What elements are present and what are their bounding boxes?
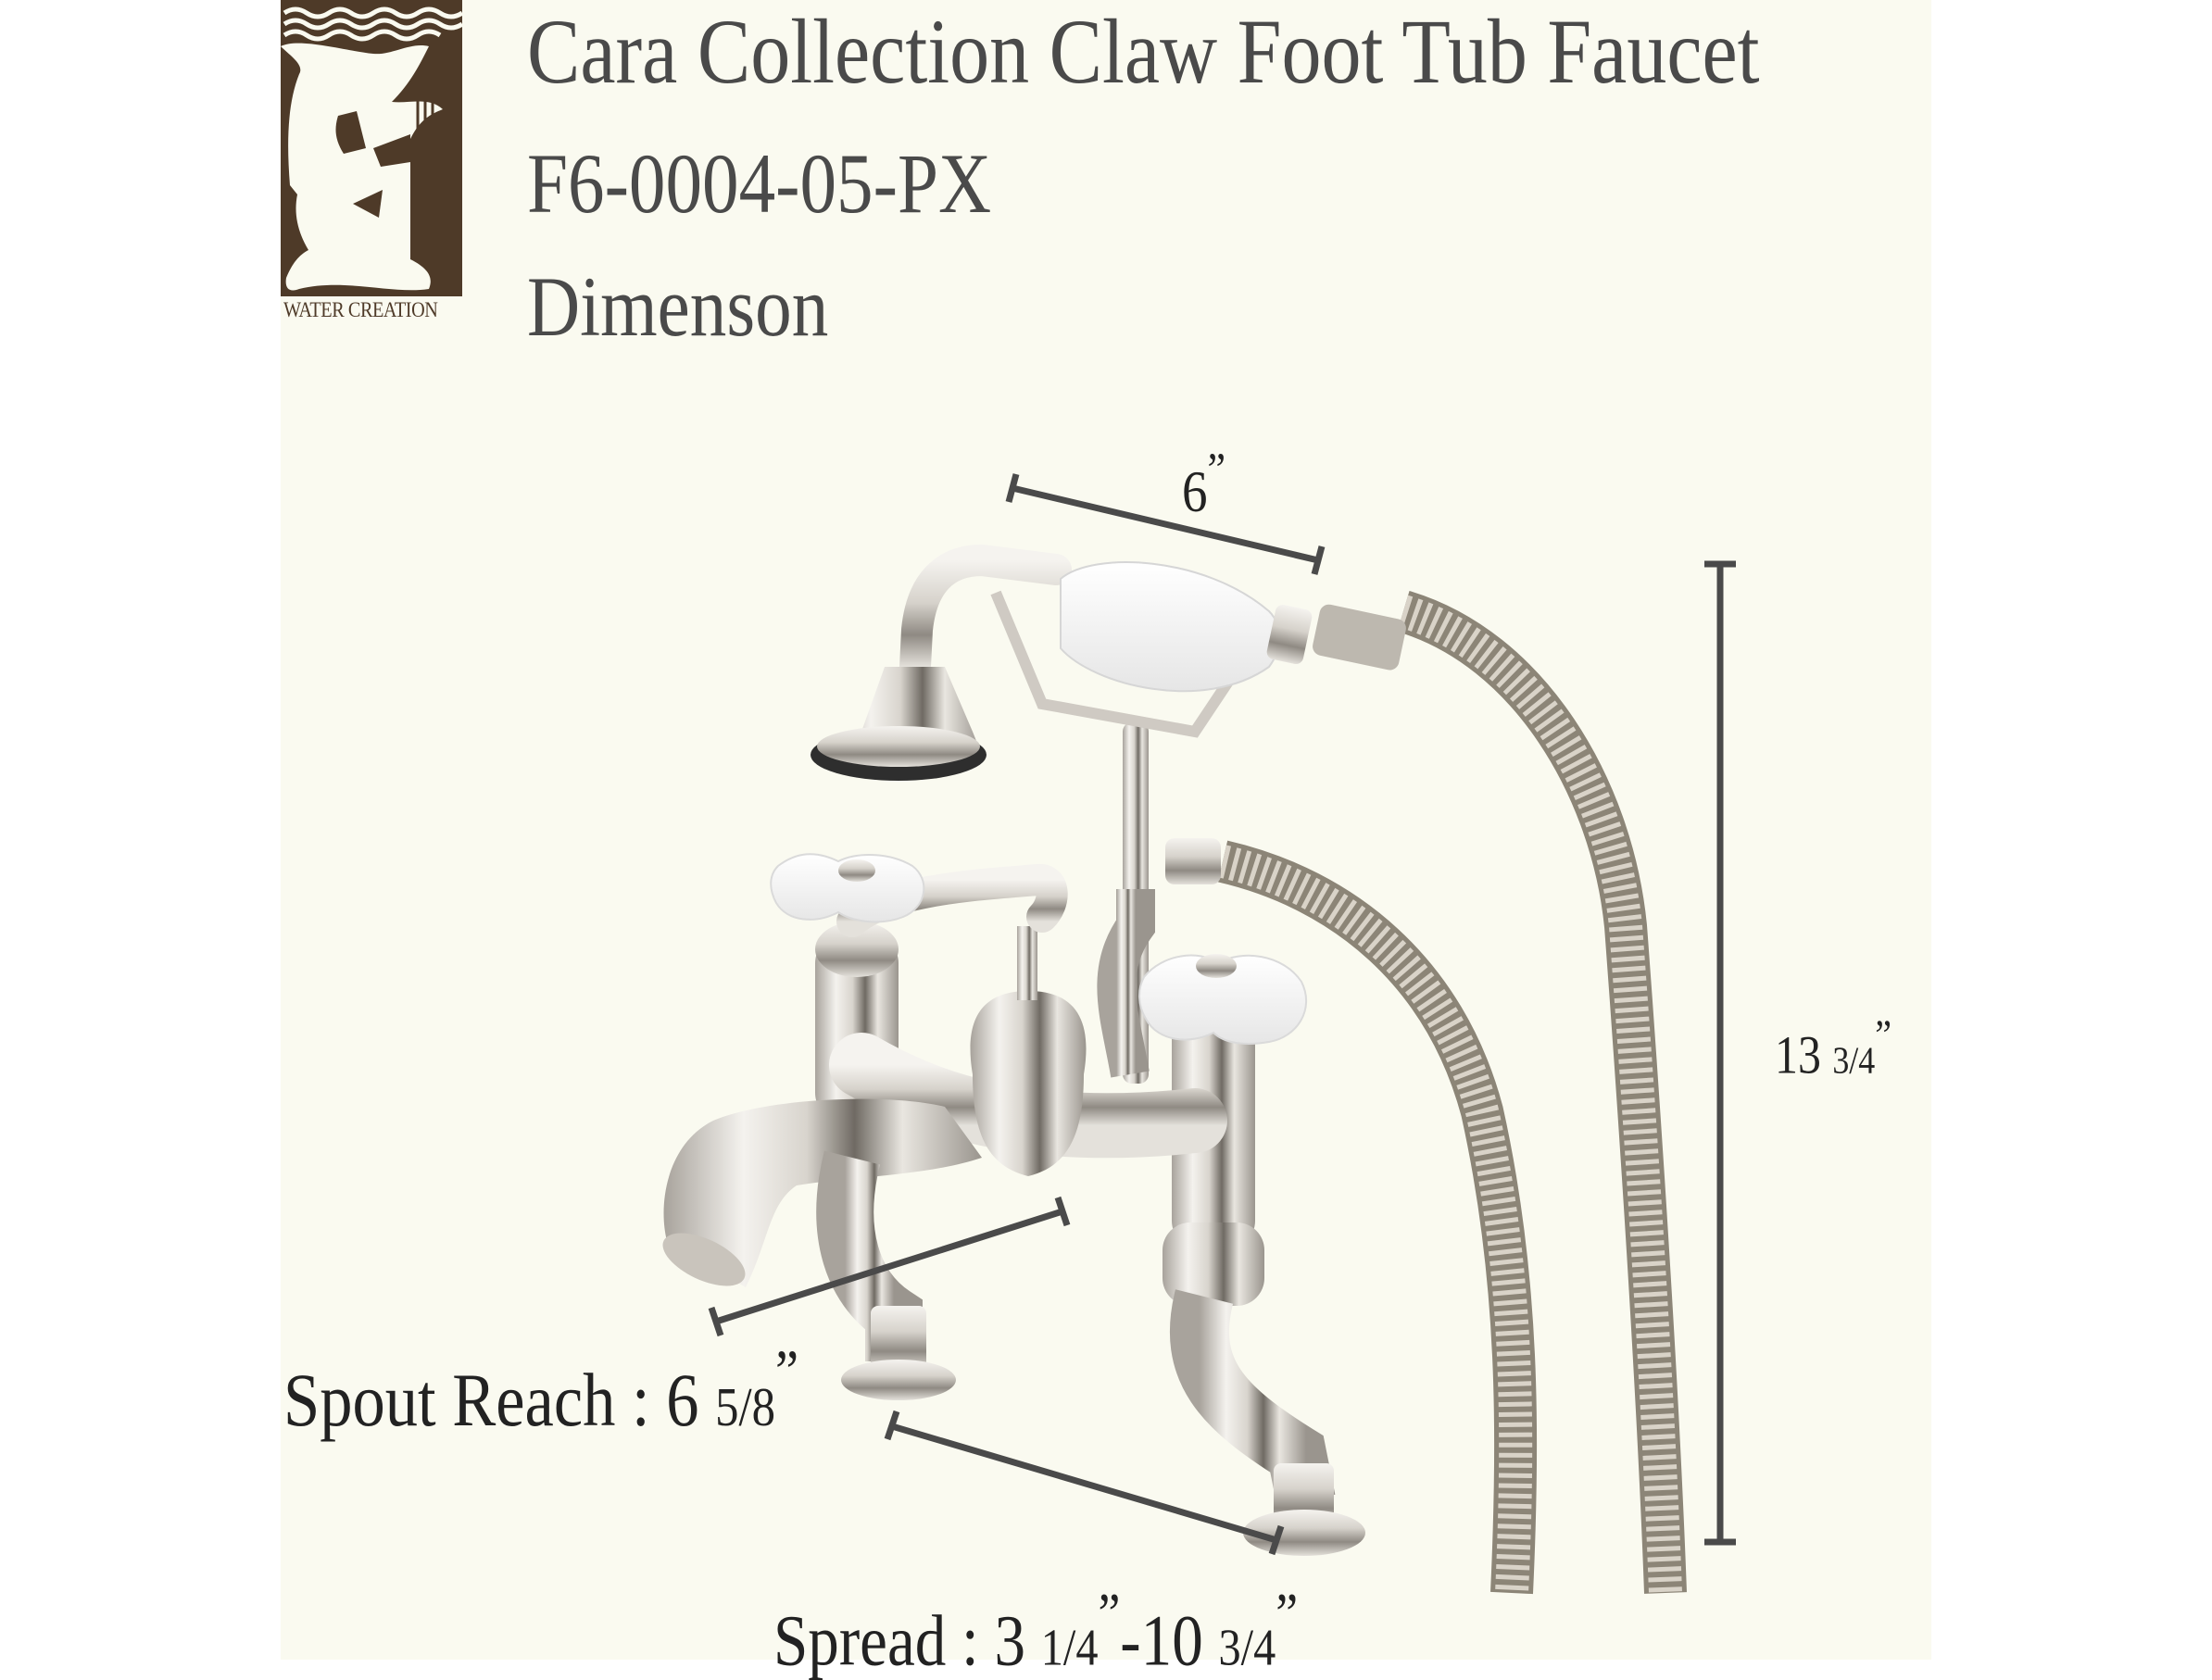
dimension-lines (708, 473, 1736, 1556)
overall-height-label: 13 3/4” (1775, 1012, 1892, 1085)
spread-min-whole: 3 (994, 1599, 1025, 1680)
kneeling-figure-with-harp-icon (281, 6, 462, 291)
spout-reach-label: Spout Reach : 6 5/8” (283, 1342, 798, 1438)
inch-mark: ” (1276, 1582, 1299, 1646)
cross-handle-right (1138, 954, 1307, 1045)
inch-mark: ” (1207, 444, 1226, 496)
spout-reach-whole: 6 (666, 1358, 699, 1443)
cross-handle-left (770, 853, 925, 923)
spread-label: Spread : 3 1/4”-10 3/4” (773, 1585, 1298, 1677)
spout-reach-caption: Spout Reach : (283, 1358, 650, 1443)
inch-mark: ” (775, 1339, 799, 1406)
height-fraction: 3/4 (1832, 1039, 1876, 1083)
model-number: F6-0004-05-PX (527, 136, 992, 231)
water-creation-logo (281, 0, 462, 296)
spout-reach-fraction: 5/8 (715, 1376, 776, 1438)
dimension-line-height (1704, 560, 1736, 1546)
spread-min-fraction: 1/4 (1040, 1619, 1099, 1677)
width-value: 6 (1182, 458, 1208, 525)
product-title: Cara Collection Claw Foot Tub Faucet (527, 0, 1760, 103)
brand-name: WATER CREATION (283, 298, 438, 321)
spread-max-whole: 10 (1140, 1599, 1203, 1680)
dimension-line-spout-reach (708, 1196, 1071, 1337)
handshower-width-label: 6” (1182, 446, 1225, 521)
inch-mark: ” (1098, 1582, 1121, 1646)
height-whole: 13 (1775, 1024, 1821, 1085)
dimension-line-width (1005, 473, 1326, 575)
section-subtitle: Dimenson (527, 259, 829, 354)
inch-mark: ” (1875, 1012, 1892, 1059)
shower-hose (1217, 590, 1687, 1595)
spread-caption: Spread : (773, 1599, 979, 1680)
range-separator: - (1120, 1599, 1141, 1680)
spread-max-fraction: 3/4 (1218, 1619, 1276, 1677)
dimension-line-spread (884, 1410, 1285, 1556)
